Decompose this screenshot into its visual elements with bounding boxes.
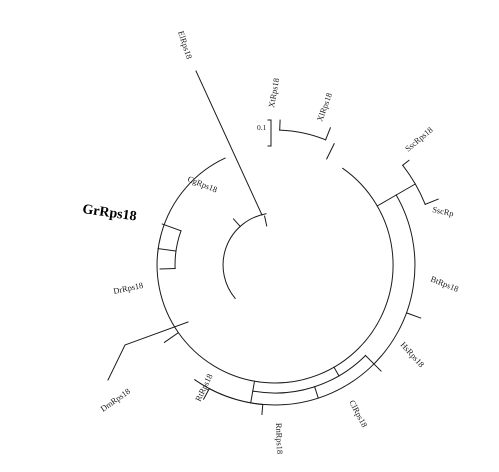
leaf-label-xtrps18: XtRps18: [267, 77, 281, 108]
branch-elrps18-base: [264, 215, 268, 227]
arc-ssc: [401, 164, 426, 205]
leaf-label-cgrps18: CgRps18: [186, 175, 218, 195]
leaf-label-drrps18: DrRps18: [113, 281, 144, 296]
tree-branches: [107, 70, 439, 415]
scale-bar-line: [267, 119, 272, 147]
branch-hsrps18: [364, 354, 382, 372]
branch-xt-xl-clade: [326, 143, 335, 160]
branch-clrps18: [313, 386, 319, 399]
branch-ssc-clade: [395, 183, 416, 196]
branch-cgrps18: [232, 218, 241, 228]
leaf-label-sscrp: SscRp: [432, 205, 455, 218]
leaf-label-hsrps18: HsRps18: [399, 340, 426, 369]
branch-mammal-clade: [376, 194, 397, 207]
root-arc: [156, 157, 394, 384]
leaf-label-clrps18: ClRps18: [347, 399, 369, 429]
leaf-label-dmrps18: DmRps18: [99, 387, 132, 414]
branch-grrps18: [161, 223, 182, 232]
leaf-label-xlrps18: XlRps18: [315, 92, 334, 123]
scale-bar-label: 0.1: [257, 123, 267, 132]
branch-fish-clade: [157, 248, 177, 252]
arc-hs-cl: [252, 354, 367, 394]
leaf-label-grrps18: GrRps18: [81, 202, 137, 224]
branch-xlrps18: [324, 127, 332, 141]
branch-rn-rt-clade: [250, 380, 256, 404]
leaf-label-elrps18: ElRps18: [176, 30, 193, 60]
arc-fish: [174, 230, 182, 270]
leaf-label-rnrps18: RnRps18: [274, 423, 284, 454]
leaf-label-sscrps18: SscRps18: [404, 125, 435, 153]
branch-sscrp: [424, 198, 439, 205]
branch-rtrps18: [202, 387, 210, 400]
arc-rn-rt: [208, 387, 264, 406]
scale-bar: 0.1: [257, 119, 272, 147]
branch-sscrps18: [401, 159, 410, 167]
branch-dmrps18: [163, 332, 179, 344]
arc-xt-xl: [279, 129, 327, 141]
branch-rnrps18: [261, 403, 264, 415]
branch-drrps18: [159, 267, 176, 270]
long-branch-elrps18: [195, 70, 263, 216]
long-branch-dmrps18: [107, 321, 189, 381]
leaf-label-btrps18: BtRps18: [429, 275, 460, 294]
branch-btrps18: [405, 312, 422, 319]
inner-arc-cg: [222, 213, 267, 300]
branch-hs-cl-clade: [333, 366, 340, 377]
